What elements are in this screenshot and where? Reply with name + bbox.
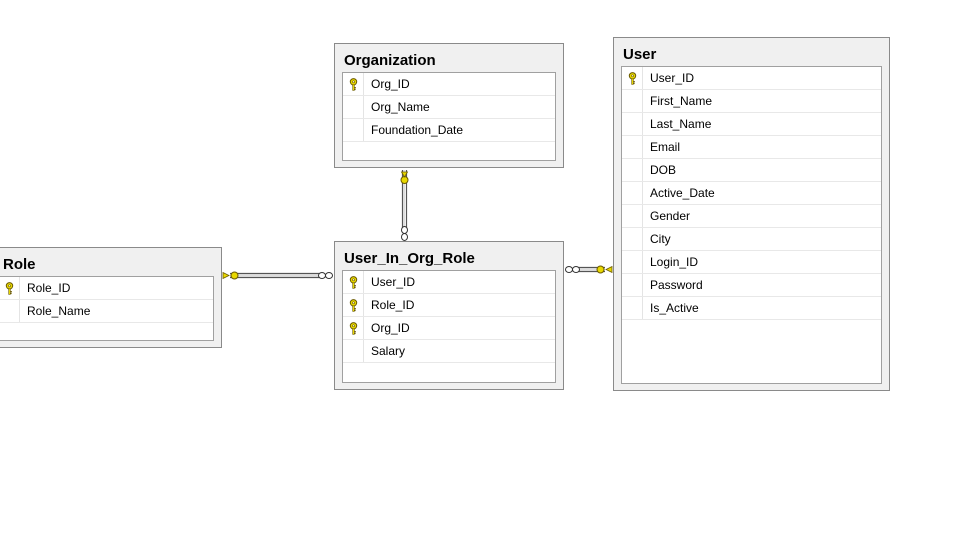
key-icon <box>628 72 637 85</box>
infinity-end-icon <box>401 226 408 234</box>
row-selector[interactable] <box>622 136 643 158</box>
column-name: Role_Name <box>27 304 91 318</box>
row-selector[interactable] <box>0 277 20 299</box>
infinity-end-icon <box>318 272 326 279</box>
column-row[interactable]: Salary <box>343 340 555 363</box>
column-row[interactable]: Last_Name <box>622 113 881 136</box>
key-icon <box>349 322 358 335</box>
row-selector[interactable] <box>622 113 643 135</box>
column-name: Org_Name <box>371 100 430 114</box>
row-selector[interactable] <box>343 73 364 95</box>
row-selector[interactable] <box>622 90 643 112</box>
key-end-icon <box>230 271 239 280</box>
column-name: Password <box>650 278 703 292</box>
key-icon <box>5 282 14 295</box>
column-row[interactable]: Role_ID <box>343 294 555 317</box>
column-row[interactable]: First_Name <box>622 90 881 113</box>
infinity-end-icon <box>565 266 573 273</box>
row-selector[interactable] <box>343 294 364 316</box>
row-selector[interactable] <box>343 317 364 339</box>
column-name: Org_ID <box>371 321 410 335</box>
column-row[interactable]: Role_Name <box>0 300 213 323</box>
row-selector[interactable] <box>343 96 364 118</box>
column-row[interactable]: User_ID <box>622 67 881 90</box>
column-grid: Role_ID Role_Name <box>0 276 214 341</box>
key-icon <box>349 276 358 289</box>
table-user-in-org-role[interactable]: User_In_Org_Role User_ID Role_ID Org_ID Sal… <box>334 241 564 390</box>
column-row[interactable]: Foundation_Date <box>343 119 555 142</box>
column-row[interactable]: Login_ID <box>622 251 881 274</box>
row-selector[interactable] <box>622 274 643 296</box>
column-row[interactable]: User_ID <box>343 271 555 294</box>
column-row[interactable]: City <box>622 228 881 251</box>
key-icon <box>349 299 358 312</box>
key-icon <box>349 78 358 91</box>
column-name: Login_ID <box>650 255 699 269</box>
column-name: User_ID <box>650 71 695 85</box>
column-row[interactable]: Org_ID <box>343 73 555 96</box>
column-row[interactable]: Org_ID <box>343 317 555 340</box>
column-name: Org_ID <box>371 77 410 91</box>
row-selector[interactable] <box>622 297 643 319</box>
column-name: Is_Active <box>650 301 699 315</box>
row-selector[interactable] <box>622 205 643 227</box>
column-row[interactable]: Password <box>622 274 881 297</box>
column-name: Role_ID <box>27 281 71 295</box>
column-row[interactable]: Active_Date <box>622 182 881 205</box>
row-selector[interactable] <box>622 67 643 89</box>
row-selector[interactable] <box>343 119 364 141</box>
column-name: Last_Name <box>650 117 712 131</box>
column-name: DOB <box>650 163 677 177</box>
column-grid: User_ID Role_ID Org_ID Salary <box>342 270 556 383</box>
column-name: User_ID <box>371 275 416 289</box>
row-selector[interactable] <box>343 340 364 362</box>
row-selector[interactable] <box>622 228 643 250</box>
table-title: User_In_Org_Role <box>344 250 475 267</box>
column-row[interactable]: Org_Name <box>343 96 555 119</box>
relationship-organization-user-in-org-role[interactable] <box>400 170 409 241</box>
relationship-role-user-in-org-role[interactable] <box>222 271 333 280</box>
row-selector[interactable] <box>622 159 643 181</box>
column-row[interactable]: Is_Active <box>622 297 881 320</box>
column-row[interactable]: Email <box>622 136 881 159</box>
table-title: Role <box>3 256 36 273</box>
row-selector[interactable] <box>0 300 20 322</box>
column-row[interactable]: Role_ID <box>0 277 213 300</box>
row-selector[interactable] <box>343 271 364 293</box>
column-name: City <box>650 232 671 246</box>
table-title: User <box>623 46 657 63</box>
column-name: Foundation_Date <box>371 123 464 137</box>
column-name: First_Name <box>650 94 713 108</box>
column-row[interactable]: DOB <box>622 159 881 182</box>
row-selector[interactable] <box>622 182 643 204</box>
table-role[interactable]: Role Role_ID Role_Name <box>0 247 222 348</box>
column-name: Gender <box>650 209 691 223</box>
relationship-user-user-in-org-role[interactable] <box>565 265 613 274</box>
column-name: Salary <box>371 344 406 358</box>
column-name: Email <box>650 140 681 154</box>
key-end-icon <box>596 265 605 274</box>
column-row[interactable]: Gender <box>622 205 881 228</box>
column-name: Role_ID <box>371 298 415 312</box>
column-name: Active_Date <box>650 186 715 200</box>
row-selector[interactable] <box>622 251 643 273</box>
table-title: Organization <box>344 52 436 69</box>
